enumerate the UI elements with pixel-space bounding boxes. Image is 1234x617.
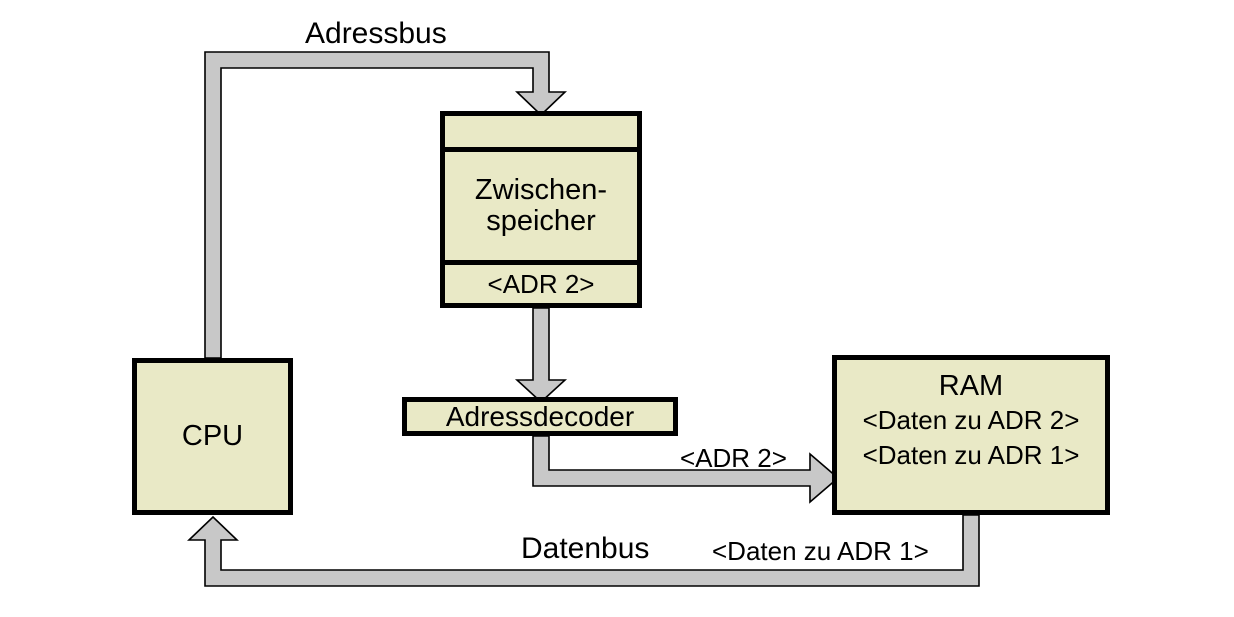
node-zwischenspeicher[interactable]: Zwischen- speicher <ADR 2> bbox=[440, 111, 642, 308]
ram-row-0: <Daten zu ADR 2> bbox=[862, 405, 1080, 436]
node-cpu[interactable]: CPU bbox=[132, 358, 293, 515]
datenbus-payload-label: <Daten zu ADR 1> bbox=[712, 536, 929, 566]
zwischenspeicher-title: Zwischen- speicher bbox=[445, 152, 637, 265]
zwischenspeicher-title-line1: Zwischen- bbox=[474, 173, 608, 206]
node-adressdecoder[interactable]: Adressdecoder bbox=[402, 397, 678, 436]
adressbus-path bbox=[204, 51, 567, 359]
zwischenspeicher-to-decoder-path bbox=[514, 307, 568, 404]
datenbus-path bbox=[187, 514, 980, 587]
adressbus-label: Adressbus bbox=[305, 17, 447, 50]
adressdecoder-label: Adressdecoder bbox=[445, 400, 635, 432]
zwischenspeicher-title-line2: speicher bbox=[486, 205, 596, 237]
ram-title: RAM bbox=[938, 370, 1004, 402]
datenbus-label: Datenbus bbox=[521, 532, 650, 565]
zwischenspeicher-empty-cell bbox=[445, 116, 637, 152]
decoder-to-ram-label: <ADR 2> bbox=[680, 443, 787, 473]
zwischenspeicher-value: <ADR 2> bbox=[487, 268, 595, 299]
cpu-label: CPU bbox=[181, 420, 244, 452]
ram-row-1: <Daten zu ADR 1> bbox=[862, 439, 1080, 470]
decoder-to-ram-path bbox=[532, 435, 840, 504]
node-ram[interactable]: RAM <Daten zu ADR 2> <Daten zu ADR 1> bbox=[832, 355, 1110, 515]
